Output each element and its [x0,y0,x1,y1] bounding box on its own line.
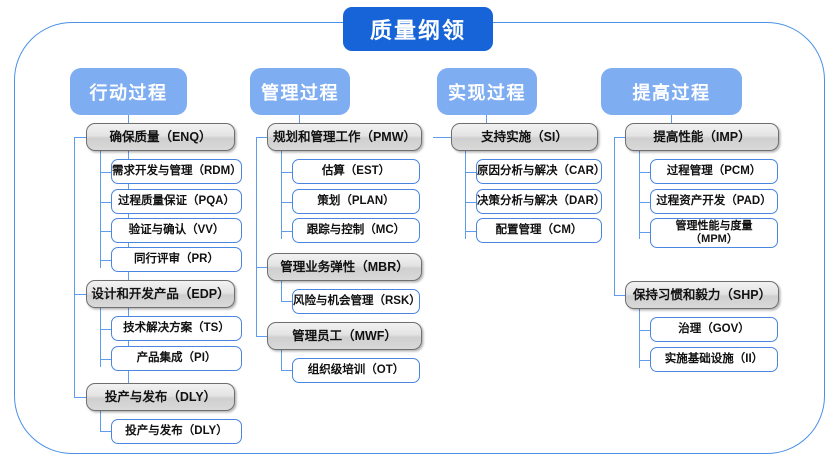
column-header-implement[interactable]: 实现过程 [437,68,537,115]
connector-col4-shp [614,295,626,297]
group-node-enq[interactable]: 确保质量（ENQ） [86,123,235,151]
connector-enq-rdm [100,172,112,174]
connector-enq-pqa [100,202,112,204]
leaf-node-pqa[interactable]: 过程质量保证（PQA） [111,189,242,214]
connector-col4-spine [614,137,616,296]
connector-mbr-spine [281,281,283,301]
connector-col1-enq [74,137,87,139]
connector-edp-ts [100,329,112,331]
connector-col3-si [433,137,452,139]
group-node-shp[interactable]: 保持习惯和毅力（SHP） [625,281,779,309]
leaf-node-pr[interactable]: 同行评审（PR） [111,247,242,272]
connector-col2-mwf [256,336,268,338]
leaf-node-dar[interactable]: 决策分析与解决（DAR） [476,189,605,214]
column-header-manage[interactable]: 管理过程 [250,68,350,115]
leaf-node-car[interactable]: 原因分析与解决（CAR） [476,159,605,184]
group-node-mbr[interactable]: 管理业务弹性（MBR） [267,253,422,281]
column-header-action[interactable]: 行动过程 [70,68,187,115]
connector-pmw-spine [281,151,283,239]
root-title-node: 质量纲领 [343,7,493,51]
group-node-mwf[interactable]: 管理员工（MWF） [267,322,422,350]
leaf-node-rdm[interactable]: 需求开发与管理（RDM） [111,159,242,184]
leaf-node-vv[interactable]: 验证与确认（VV） [111,218,242,243]
leaf-node-mpm[interactable]: 管理性能与度量（MPM） [650,218,778,248]
leaf-node-plan[interactable]: 策划（PLAN） [292,189,420,214]
connector-dly-child [100,431,112,433]
connector-si-cm [465,231,477,233]
connector-pmw-plan [281,202,293,204]
leaf-node-cm[interactable]: 配置管理（CM） [476,218,602,243]
group-node-edp[interactable]: 设计和开发产品（EDP） [86,280,235,308]
connector-imp-pad [639,202,651,204]
connector-col2-spine [256,137,258,337]
leaf-node-est[interactable]: 估算（EST） [292,159,420,184]
leaf-node-ii[interactable]: 实施基础设施（II） [650,347,778,372]
leaf-node-pad[interactable]: 过程资产开发（PAD） [650,189,778,214]
connector-edp-spine [100,308,102,367]
connector-col4-imp [614,137,626,139]
connector-mwf-spine [281,350,283,370]
leaf-node-rsk[interactable]: 风险与机会管理（RSK） [292,289,421,314]
leaf-node-pcm[interactable]: 过程管理（PCM） [650,159,778,184]
leaf-node-gov[interactable]: 治理（GOV） [650,317,778,342]
connector-imp-spine [639,151,641,239]
group-node-pmw[interactable]: 规划和管理工作（PMW） [267,123,422,151]
connector-mwf-ot [281,370,293,372]
group-node-dly[interactable]: 投产与发布（DLY） [86,383,235,411]
connector-enq-spine [100,151,102,268]
leaf-node-ot[interactable]: 组织级培训（OT） [292,358,420,383]
connector-mbr-rsk [281,301,293,303]
connector-si-dar [465,202,477,204]
connector-dly-spine [100,411,102,431]
connector-edp-pi [100,359,112,361]
connector-shp-ii [639,360,651,362]
leaf-node-pi[interactable]: 产品集成（PI） [111,346,242,371]
connector-shp-spine [639,309,641,368]
leaf-node-mc[interactable]: 跟踪与控制（MC） [292,218,420,243]
leaf-node-ts[interactable]: 技术解决方案（TS） [111,316,242,341]
connector-enq-pr [100,260,112,262]
connector-col2-pmw [256,137,268,139]
connector-enq-vv [100,231,112,233]
connector-si-car [465,172,477,174]
group-node-si[interactable]: 支持实施（SI） [451,123,598,151]
column-header-improve[interactable]: 提高过程 [601,68,742,115]
connector-col1-edp [74,294,87,296]
connector-col2-mbr [256,267,268,269]
group-node-imp[interactable]: 提高性能（IMP） [625,123,779,151]
connector-col1-dly [74,397,87,399]
connector-pmw-mc [281,231,293,233]
leaf-node-dly[interactable]: 投产与发布（DLY） [111,419,242,444]
connector-col1-spine [74,137,76,398]
connector-imp-mpm [639,232,651,234]
connector-imp-pcm [639,172,651,174]
connector-si-spine [465,151,467,239]
connector-pmw-est [281,172,293,174]
connector-shp-gov [639,330,651,332]
